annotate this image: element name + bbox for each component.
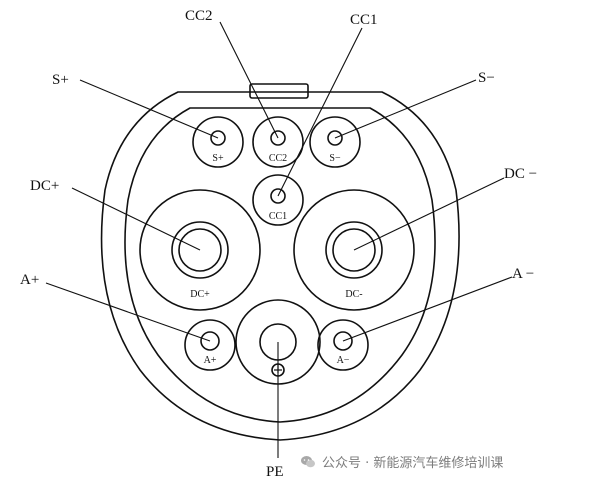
connector-housing-outer [100, 91, 460, 441]
pin-s-minus-inner [327, 130, 343, 146]
callout-a-minus: A − [512, 266, 534, 282]
callout-a-plus: A+ [20, 272, 39, 288]
pin-label-cc1: CC1 [269, 211, 287, 222]
pin-label-s-minus: S− [329, 153, 341, 164]
pin-dc-plus-outer [139, 189, 261, 311]
connector-face-inner [124, 107, 436, 423]
callout-s-minus: S− [478, 70, 495, 86]
leader-s-plus [79, 79, 219, 139]
wechat-icon [301, 455, 315, 467]
pin-dc-minus-core [332, 228, 376, 272]
leader-s-minus [334, 79, 477, 139]
pin-label-a-plus: A+ [204, 355, 217, 366]
pin-cc1-outer [252, 174, 304, 226]
pin-a-plus-outer [184, 319, 236, 371]
pin-cc1-inner [270, 188, 286, 204]
callout-cc2: CC2 [185, 8, 213, 24]
callout-cc1: CC1 [350, 12, 378, 28]
pin-label-dc-minus: DC- [345, 289, 362, 300]
pin-label-s-plus: S+ [212, 153, 224, 164]
callout-pe: PE [266, 464, 284, 480]
pin-a-minus-inner [333, 331, 353, 351]
watermark-text: 公众号 · 新能源汽车维修培训课 [322, 456, 504, 471]
pin-s-plus-inner [210, 130, 226, 146]
pin-cc2-outer [252, 116, 304, 168]
pin-cc2-inner [270, 130, 286, 146]
leader-dc-plus [71, 187, 201, 251]
pin-label-cc2: CC2 [269, 153, 287, 164]
pin-label-dc-plus: DC+ [190, 289, 210, 300]
callout-dc-plus: DC+ [30, 178, 59, 194]
leader-a-minus [342, 276, 513, 342]
pin-dc-minus-ring [325, 221, 383, 279]
leader-cc1 [277, 27, 363, 197]
pin-label-a-minus: A− [337, 355, 350, 366]
pin-dc-minus-outer [293, 189, 415, 311]
pin-dc-plus-ring [171, 221, 229, 279]
pin-s-plus-outer [192, 116, 244, 168]
callout-s-plus: S+ [52, 72, 69, 88]
leader-dc-minus [353, 177, 505, 251]
latch-tab [249, 83, 309, 99]
pin-a-plus-inner [200, 331, 220, 351]
watermark: 公众号 · 新能源汽车维修培训课 [300, 452, 503, 471]
pin-dc-plus-core [178, 228, 222, 272]
pin-a-minus-outer [317, 319, 369, 371]
leader-cc2 [219, 21, 279, 139]
pin-s-minus-outer [309, 116, 361, 168]
callout-dc-minus: DC − [504, 166, 537, 182]
leader-a-plus [45, 282, 211, 342]
